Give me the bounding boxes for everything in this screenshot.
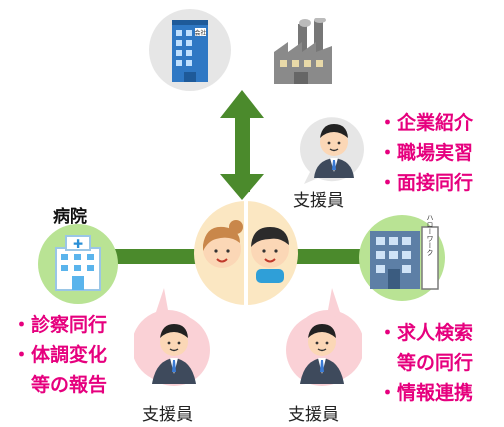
hospital-support-list: ・診察同行 ・体調変化 等の報告 [12, 310, 107, 400]
staff-hospital-avatar [134, 288, 210, 386]
factory-icon [274, 18, 332, 84]
company-support-item: ・職場実習 [378, 142, 474, 164]
hellowork-support-list: ・求人検索 等の同行 ・情報連携 [378, 318, 473, 408]
staff-hellowork-label: 支援員 [288, 405, 339, 425]
hellowork-support-item: ・情報連携 [378, 382, 474, 404]
staff-hospital-label: 支援員 [142, 405, 193, 425]
hellowork-icon: ハローワーク [359, 214, 445, 301]
center-people-icon [194, 201, 298, 305]
hospital-icon: ✚ [38, 224, 118, 304]
company-building-label: 会社 [194, 29, 206, 37]
company-support-item: ・企業紹介 [378, 112, 474, 134]
hospital-support-item: ・診察同行 [12, 314, 108, 336]
hospital-title: 病院 [53, 207, 87, 227]
arrow-down-icon [220, 174, 264, 200]
hospital-support-item: ・体調変化 [12, 344, 108, 366]
company-office-icon: 会社 [149, 9, 231, 91]
company-support-item: ・面接同行 [378, 172, 474, 194]
hellowork-support-item: 等の同行 [397, 352, 474, 374]
hospital-cross-icon: ✚ [73, 237, 83, 251]
staff-company-avatar [299, 117, 364, 184]
company-support-list: ・企業紹介 ・職場実習 ・面接同行 [378, 108, 473, 198]
hellowork-sign-label: ハローワーク [426, 214, 434, 256]
hellowork-support-item: ・求人検索 [378, 322, 474, 344]
arrow-up-icon [220, 90, 264, 118]
staff-company-label: 支援員 [293, 191, 344, 211]
staff-hellowork-avatar [286, 288, 362, 386]
hospital-support-item: 等の報告 [31, 374, 108, 396]
vertical-connector [235, 112, 250, 192]
